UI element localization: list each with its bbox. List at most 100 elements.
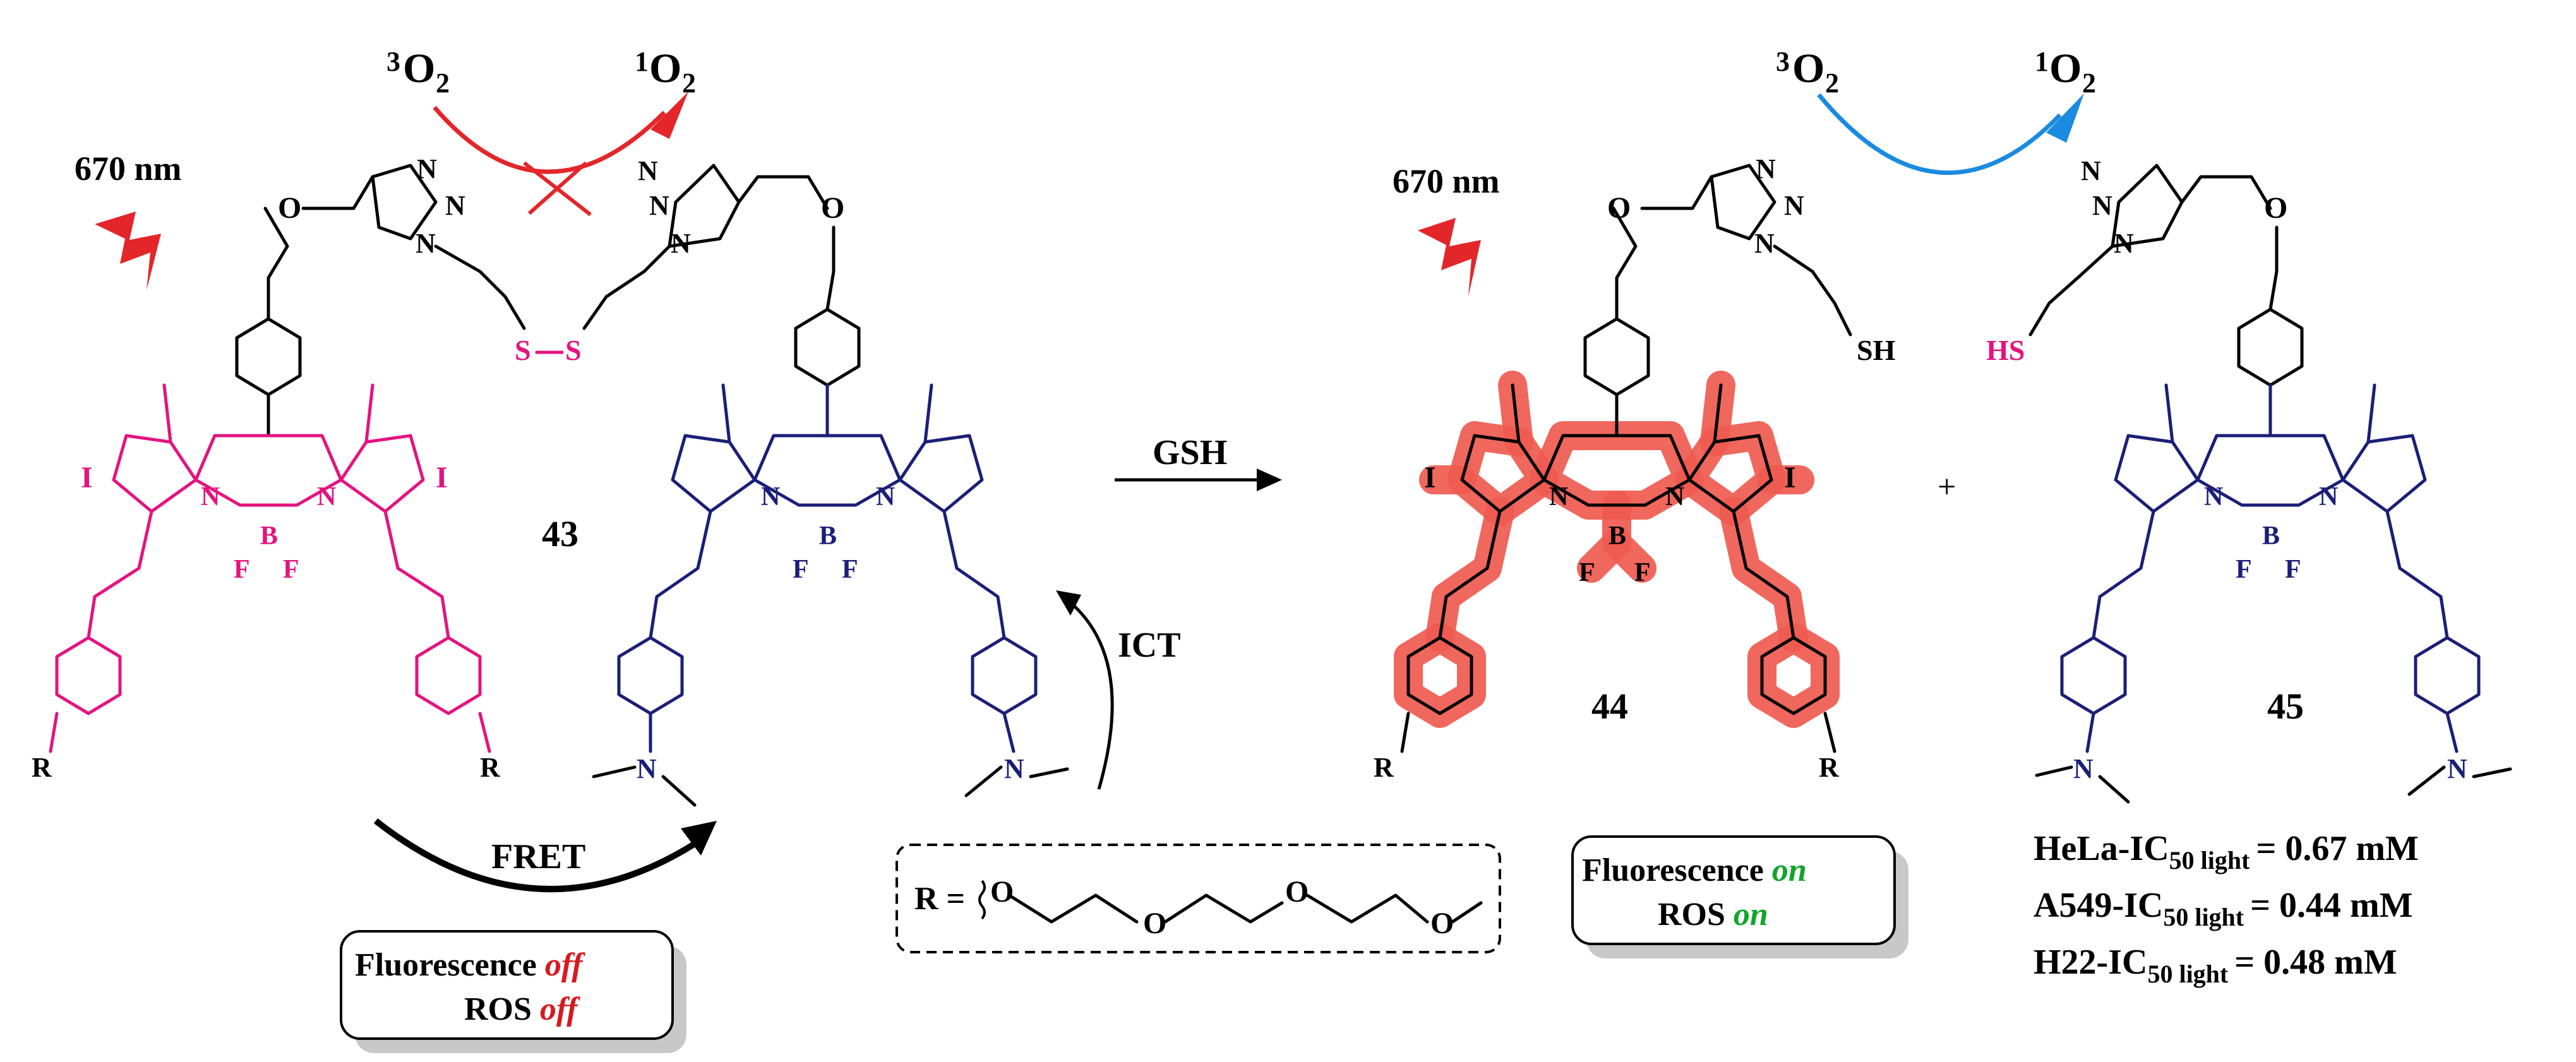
svg-text:N: N <box>638 155 658 186</box>
svg-text:O: O <box>403 45 435 92</box>
svg-text:N: N <box>201 482 220 511</box>
ict-arrow <box>1066 599 1114 790</box>
svg-text:O: O <box>278 191 301 225</box>
svg-text:N: N <box>445 190 465 221</box>
ict-label: ICT <box>1118 626 1181 665</box>
svg-text:F: F <box>283 555 299 584</box>
svg-text:N: N <box>761 482 780 511</box>
active-oxygen-arrow <box>1817 93 2062 175</box>
svg-text:O: O <box>2264 191 2287 225</box>
bodipy-navy-donor: S N N N O N N B F F N N <box>565 155 1069 807</box>
svg-text:N: N <box>649 190 669 221</box>
status-box-on: Fluorescence on ROS on <box>1571 835 1908 958</box>
svg-text:F: F <box>234 555 250 584</box>
svg-text:3: 3 <box>1776 46 1790 77</box>
svg-text:F: F <box>2285 555 2301 584</box>
svg-text:B: B <box>819 522 837 551</box>
svg-text:N: N <box>671 228 691 259</box>
svg-text:S: S <box>565 334 582 366</box>
svg-text:2: 2 <box>436 68 450 98</box>
svg-text:1: 1 <box>635 46 649 77</box>
svg-text:O: O <box>990 875 1014 909</box>
svg-text:O: O <box>1607 191 1631 225</box>
blocked-oxygen-arrow <box>433 105 666 174</box>
svg-text:N: N <box>1754 228 1775 259</box>
lightning-icon-right <box>1418 218 1481 297</box>
ic50-hela: HeLa-IC50 light= 0.67 mM <box>2034 829 2419 874</box>
svg-text:N: N <box>2081 155 2101 186</box>
svg-text:ROS on: ROS on <box>1658 897 1768 933</box>
svg-text:F: F <box>1634 558 1651 587</box>
svg-text:O: O <box>1430 907 1454 940</box>
plus-sign: + <box>1938 469 1956 505</box>
svg-text:S: S <box>515 334 531 366</box>
svg-text:I: I <box>81 461 93 494</box>
oxygen-singlet-right: 1 O 2 <box>2035 45 2096 98</box>
svg-text:SH: SH <box>1857 334 1896 366</box>
bodipy-product-right: HS N N N O N N B F F N N <box>1986 155 2512 804</box>
svg-text:O: O <box>1143 907 1166 940</box>
svg-text:F: F <box>842 555 858 584</box>
block-cross <box>523 161 592 217</box>
compound-label-43: 43 <box>542 513 578 554</box>
fret-arrow <box>373 818 703 892</box>
svg-text:N: N <box>637 753 657 784</box>
svg-text:B: B <box>2262 522 2280 551</box>
svg-text:R: R <box>480 752 501 783</box>
svg-text:R =: R = <box>914 881 965 917</box>
svg-text:N: N <box>1756 153 1776 184</box>
oxygen-triplet-right: 3 O 2 <box>1776 45 1839 98</box>
svg-text:F: F <box>1579 558 1595 587</box>
svg-text:O: O <box>649 45 681 92</box>
svg-text:N: N <box>416 228 436 259</box>
svg-text:1: 1 <box>2035 46 2049 77</box>
svg-text:2: 2 <box>1825 68 1839 98</box>
svg-text:HS: HS <box>1986 334 2025 366</box>
wavelength-label-right: 670 nm <box>1393 162 1500 200</box>
svg-text:O: O <box>1285 875 1309 909</box>
ic50-h22: H22-IC50 light= 0.48 mM <box>2034 943 2397 988</box>
svg-text:N: N <box>317 482 336 511</box>
svg-text:N: N <box>2073 753 2094 784</box>
svg-text:N: N <box>1549 482 1568 511</box>
oxygen-triplet-left: 3 O 2 <box>386 45 450 98</box>
svg-text:R: R <box>32 752 52 783</box>
ic50-a549: A549-IC50 light= 0.44 mM <box>2034 886 2413 931</box>
svg-text:Fluorescence off: Fluorescence off <box>355 947 585 983</box>
svg-text:R: R <box>1819 752 1840 783</box>
reagent-label: GSH <box>1153 433 1227 472</box>
active-arrowhead <box>2046 93 2084 143</box>
blocked-arrowhead <box>650 92 688 139</box>
svg-text:N: N <box>2114 228 2134 259</box>
svg-text:O: O <box>1792 45 1824 92</box>
svg-text:N: N <box>2204 482 2223 511</box>
compound-label-44: 44 <box>1591 686 1628 727</box>
r-group-definition: R = O O O O <box>896 844 1501 953</box>
svg-text:N: N <box>417 153 437 184</box>
svg-text:3: 3 <box>386 46 400 77</box>
svg-text:N: N <box>876 482 895 511</box>
oxygen-singlet-left: 1 O 2 <box>635 45 696 98</box>
svg-text:R: R <box>1374 752 1394 783</box>
svg-text:N: N <box>2447 753 2467 784</box>
svg-text:N: N <box>1004 753 1024 784</box>
svg-text:N: N <box>2319 482 2338 511</box>
lightning-icon-left <box>95 212 161 290</box>
svg-text:B: B <box>1609 522 1626 551</box>
svg-text:I: I <box>1424 461 1436 494</box>
svg-text:O: O <box>821 191 844 225</box>
svg-text:N: N <box>1784 190 1804 221</box>
svg-text:F: F <box>793 555 809 584</box>
bodipy-product-left: O N N N SH I I N N B F F R R <box>1374 153 1896 783</box>
svg-text:2: 2 <box>2082 68 2096 98</box>
wavelength-label-left: 670 nm <box>75 150 182 188</box>
svg-text:N: N <box>2092 190 2112 221</box>
status-box-off: Fluorescence off ROS off <box>340 930 686 1053</box>
svg-text:Fluorescence on: Fluorescence on <box>1582 852 1807 888</box>
compound-label-45: 45 <box>2267 686 2304 727</box>
bodipy-pink: O N N N S I I N N B F F R R <box>32 153 564 783</box>
svg-text:N: N <box>1665 482 1684 511</box>
ic50-list: HeLa-IC50 light= 0.67 mM A549-IC50 light… <box>2034 829 2419 988</box>
svg-text:B: B <box>260 522 278 551</box>
